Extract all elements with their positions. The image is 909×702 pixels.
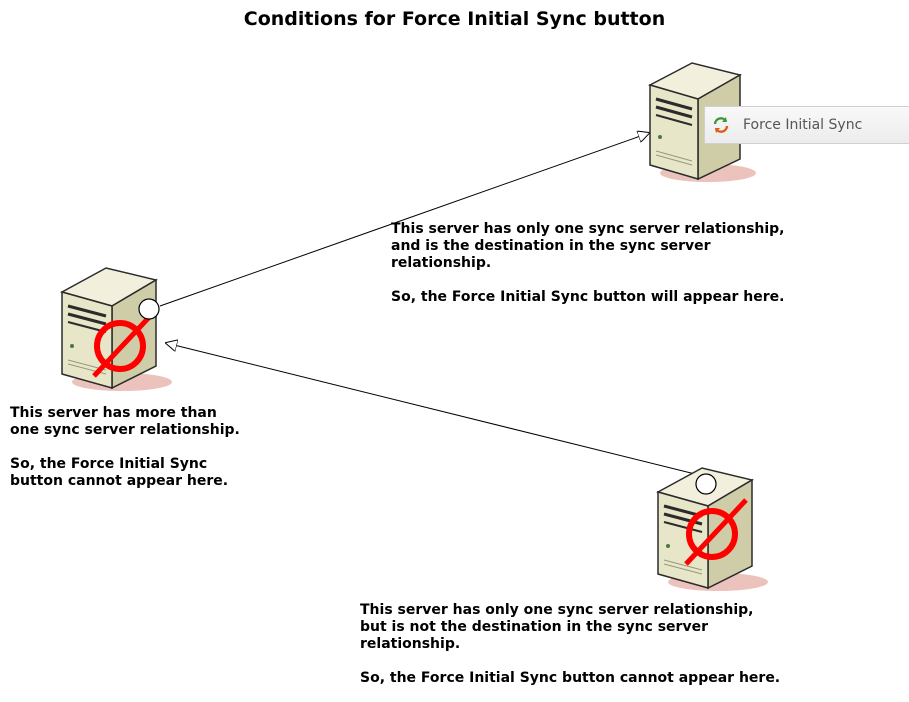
caption-conclusion: So, the Force Initial Sync (10, 456, 208, 472)
caption-line: This server has more than (10, 405, 217, 421)
prohibited-icon (684, 473, 748, 566)
connection-port-icon (695, 473, 717, 495)
server-top (640, 55, 760, 189)
diagram-title: Conditions for Force Initial Sync button (243, 8, 666, 30)
caption-line: but is not the destination in the sync s… (360, 619, 708, 635)
force-initial-sync-button[interactable]: Force Initial Sync (704, 106, 909, 144)
caption-line: button cannot appear here. (10, 473, 229, 489)
caption-bottom-server: This server has only one sync server rel… (360, 602, 890, 687)
connector-bottom-to-left (166, 343, 696, 475)
caption-line: This server has only one sync server rel… (360, 602, 754, 618)
force-initial-sync-label: Force Initial Sync (743, 117, 863, 133)
connection-port-icon (138, 298, 160, 320)
connector-left-to-top (159, 133, 649, 307)
server-icon (648, 62, 756, 182)
caption-line: and is the destination in the sync serve… (391, 238, 711, 254)
caption-left-server: This server has more than one sync serve… (10, 405, 310, 490)
prohibited-icon (92, 298, 160, 378)
caption-line: relationship. (391, 255, 492, 271)
caption-conclusion: So, the Force Initial Sync button cannot… (360, 670, 781, 686)
caption-conclusion: So, the Force Initial Sync button will a… (391, 289, 785, 305)
caption-line: relationship. (360, 636, 461, 652)
caption-line: one sync server relationship. (10, 422, 240, 438)
caption-top-server: This server has only one sync server rel… (391, 221, 891, 306)
caption-line: This server has only one sync server rel… (391, 221, 785, 237)
sync-refresh-icon (711, 115, 731, 135)
